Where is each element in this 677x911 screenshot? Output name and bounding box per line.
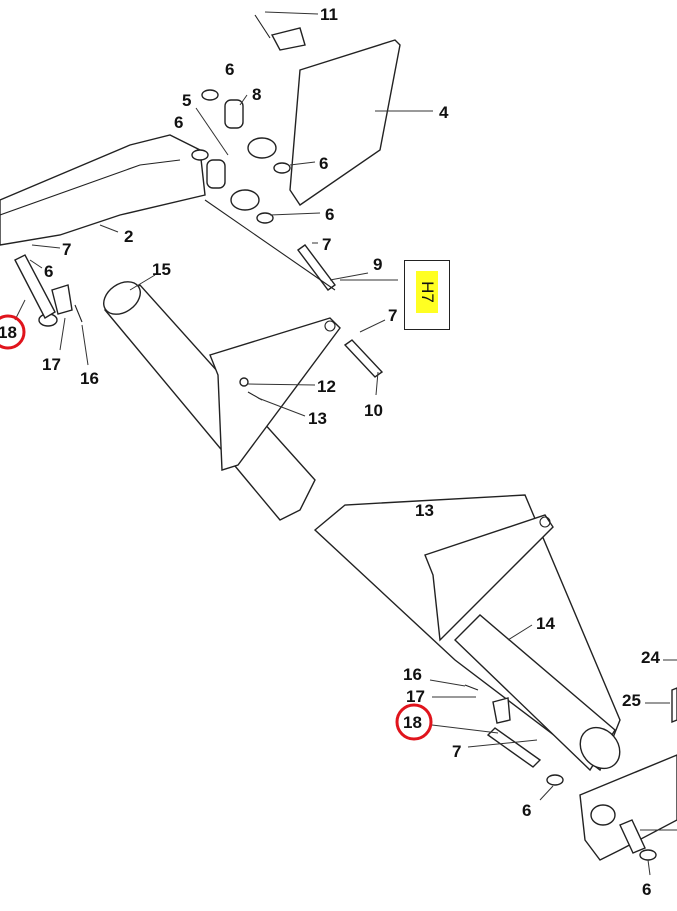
callout-11: 11 — [320, 5, 338, 24]
tolerance-note-box: H7 — [404, 260, 450, 330]
callout-18-highlighted: 18 — [403, 713, 422, 732]
callout-25: 25 — [622, 691, 641, 710]
callout-7: 7 — [322, 235, 331, 254]
cylinder-bracket-upper — [209, 317, 341, 471]
callout-13: 13 — [308, 409, 327, 428]
clamp-bracket — [270, 27, 306, 51]
callout-6: 6 — [44, 262, 53, 281]
callout-14: 14 — [536, 614, 555, 633]
callout-2: 2 — [124, 227, 133, 246]
callout-12: 12 — [317, 377, 336, 396]
callout-17: 17 — [42, 355, 61, 374]
highlight-circle — [0, 314, 26, 350]
callout-6: 6 — [325, 205, 334, 224]
callout-6: 6 — [642, 880, 651, 899]
pin — [297, 244, 336, 291]
mounting-plate — [289, 39, 401, 206]
callout-6: 6 — [174, 113, 183, 132]
tolerance-note-text: H7 — [417, 281, 437, 303]
callout-18-highlighted: 18 — [0, 323, 17, 342]
pin-18 — [14, 254, 56, 319]
callout-10: 10 — [364, 401, 383, 420]
lower-arm — [579, 754, 677, 861]
sleeve — [206, 159, 226, 189]
callout-4: 4 — [439, 103, 449, 122]
callout-7: 7 — [388, 306, 397, 325]
sleeve — [224, 99, 244, 129]
callout-15: 15 — [152, 260, 171, 279]
callout-9: 9 — [373, 255, 382, 274]
cylinder-rod — [454, 614, 616, 772]
o-ring — [256, 212, 274, 224]
tolerance-note-highlight: H7 — [416, 271, 438, 313]
callout-17: 17 — [406, 687, 425, 706]
callout-6: 6 — [225, 60, 234, 79]
callout-24: 24 — [641, 648, 660, 667]
bushing — [230, 189, 260, 211]
o-ring — [191, 149, 209, 161]
callout-7: 7 — [452, 742, 461, 761]
callout-6: 6 — [319, 154, 328, 173]
boom-arm — [0, 134, 206, 246]
o-ring — [273, 162, 291, 174]
o-ring — [546, 774, 564, 786]
pin — [343, 339, 384, 378]
callout-6: 6 — [522, 801, 531, 820]
callout-7: 7 — [62, 240, 71, 259]
bushing — [247, 137, 277, 159]
callout-16: 16 — [80, 369, 99, 388]
callout-8: 8 — [252, 85, 261, 104]
callout-16: 16 — [403, 665, 422, 684]
callout-5: 5 — [182, 91, 191, 110]
o-ring — [639, 849, 657, 861]
callout-13: 13 — [415, 501, 434, 520]
highlight-circle — [395, 703, 433, 741]
cylinder-bracket-lower — [424, 514, 554, 642]
o-ring — [201, 89, 219, 101]
